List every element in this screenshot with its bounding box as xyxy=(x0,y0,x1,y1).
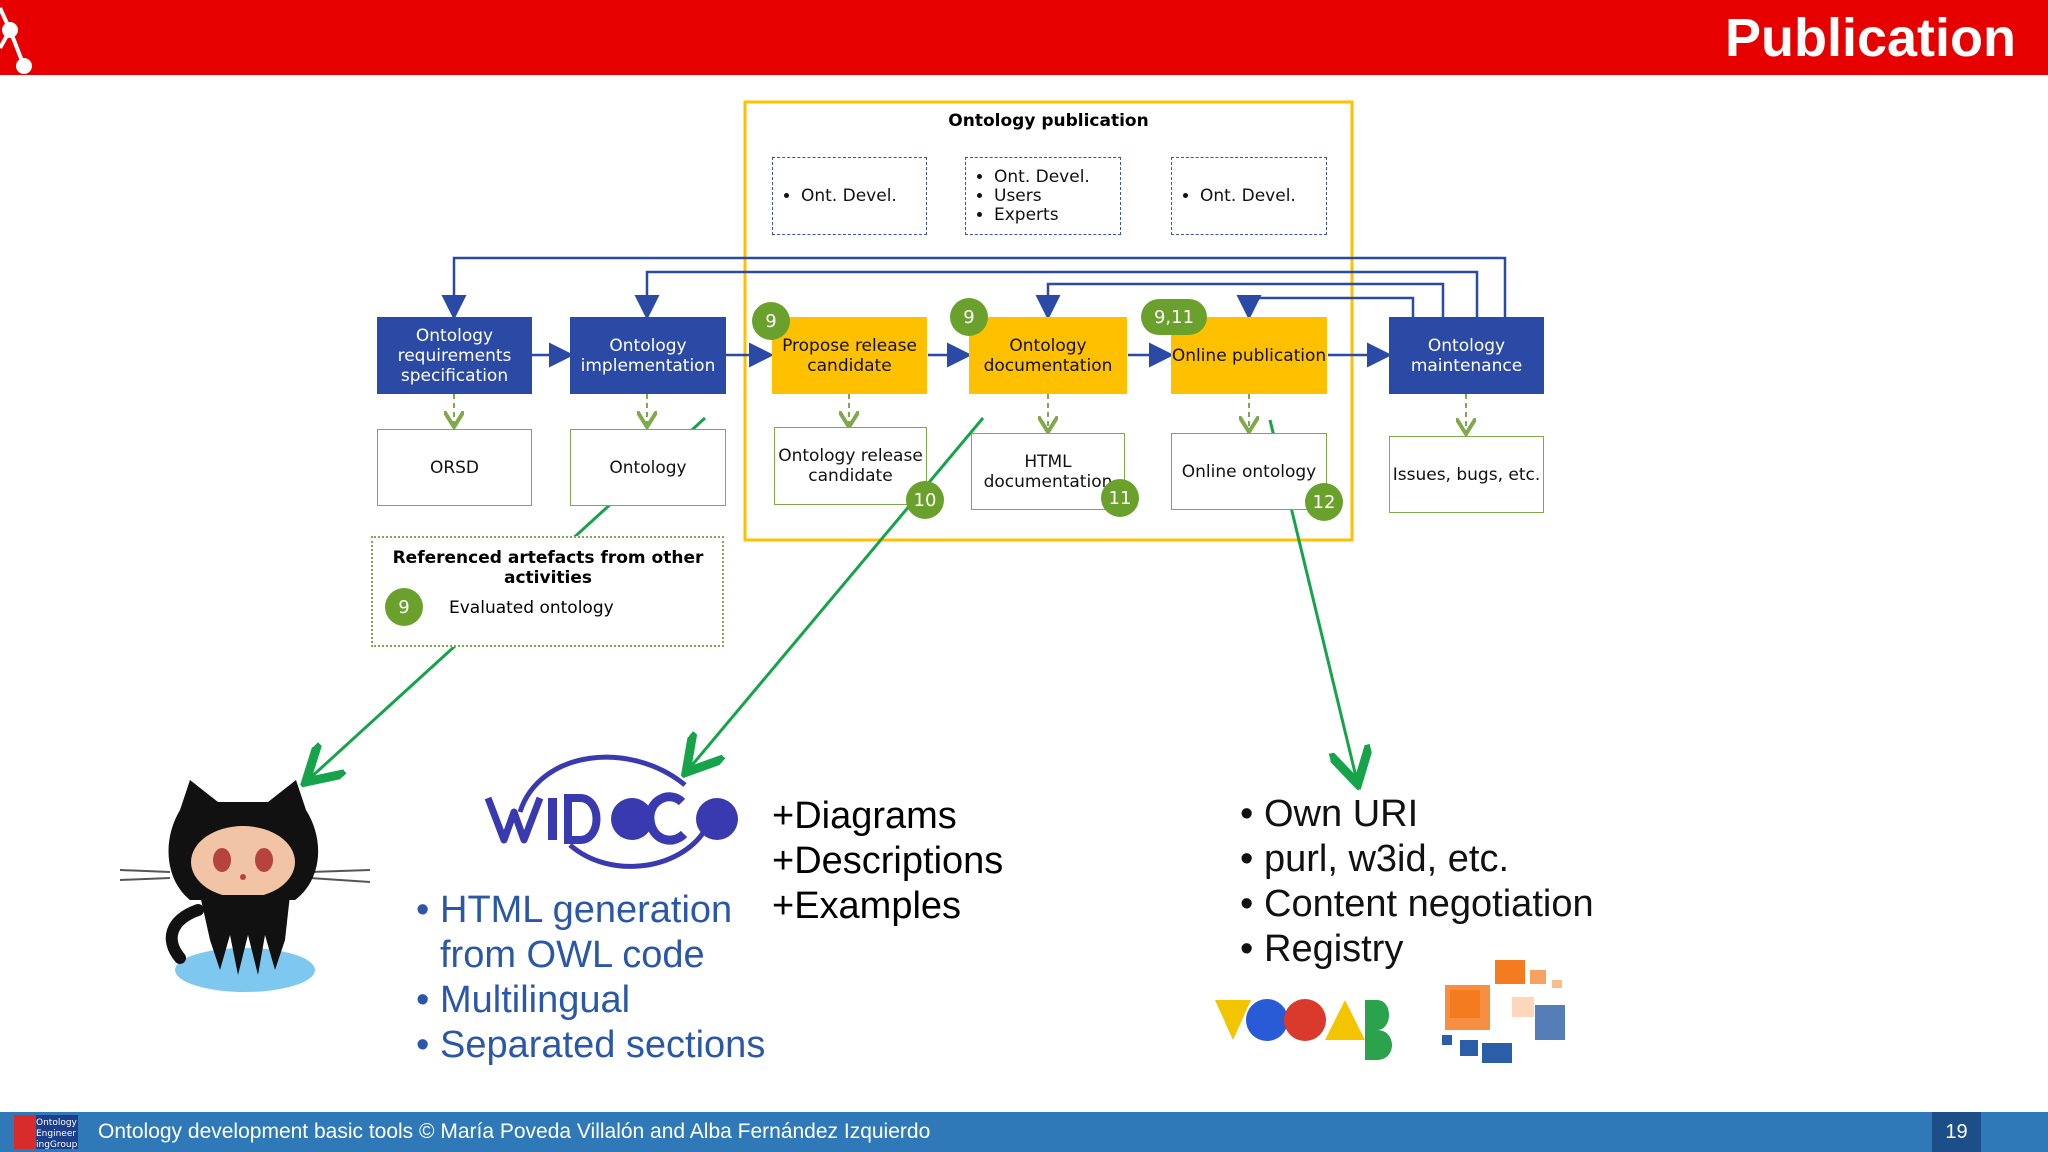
network-decoration-icon xyxy=(0,7,32,74)
svg-text:Ontology: Ontology xyxy=(36,1118,78,1128)
output-badge: 10 xyxy=(906,481,944,519)
referenced-title: Referenced artefacts from other activiti… xyxy=(392,548,704,588)
actor-box-3: Ont. Devel. xyxy=(1171,157,1327,235)
referenced-item: Evaluated ontology xyxy=(449,598,614,618)
oeg-logo-icon: Ontology Engineer ingGroup xyxy=(14,1115,78,1150)
feature-item: HTML generation from OWL code xyxy=(440,888,780,978)
slide-title: Publication xyxy=(1724,8,2016,68)
footer-text: Ontology development basic tools © María… xyxy=(98,1120,931,1143)
actor-item: Ont. Devel. xyxy=(994,167,1090,187)
feature-item: Separated sections xyxy=(440,1023,780,1068)
plus-item: Examples xyxy=(794,885,962,927)
activity-documentation: Ontology documentation xyxy=(969,317,1127,394)
actor-item: Ont. Devel. xyxy=(1200,186,1296,206)
activity-badge: 9 xyxy=(950,298,988,336)
vocab-logo-icon xyxy=(1215,999,1392,1060)
title-bar xyxy=(0,0,2048,75)
plus-item: Descriptions xyxy=(794,840,1004,882)
actor-box-2: Ont. Devel. Users Experts xyxy=(965,157,1121,235)
actor-item: Users xyxy=(994,186,1090,206)
widoco-logo-icon xyxy=(484,754,738,869)
activity-implementation: Ontology implementation xyxy=(570,317,726,394)
output-html-documentation: HTML documentation xyxy=(971,433,1125,510)
actor-box-1: Ont. Devel. xyxy=(772,157,927,235)
output-badge: 11 xyxy=(1101,479,1139,517)
publication-item: purl, w3id, etc. xyxy=(1264,837,1594,882)
activity-maintenance: Ontology maintenance xyxy=(1389,317,1544,394)
svg-text:ingGroup: ingGroup xyxy=(36,1140,78,1150)
publication-item: Own URI xyxy=(1264,792,1594,837)
footer-bar xyxy=(0,1112,2048,1152)
activity-badge: 9 xyxy=(752,302,790,340)
lov-squares-icon xyxy=(1442,960,1565,1063)
feature-item: Multilingual xyxy=(440,978,780,1023)
activity-badge: 9,11 xyxy=(1141,299,1207,335)
actor-item: Ont. Devel. xyxy=(801,186,897,206)
output-orsd: ORSD xyxy=(377,429,532,506)
output-release-candidate: Ontology release candidate xyxy=(774,427,927,505)
activity-requirements-specification: Ontology requirements specification xyxy=(377,317,532,394)
actor-item: Experts xyxy=(994,205,1090,225)
group-title: Ontology publication xyxy=(948,111,1149,131)
referenced-badge: 9 xyxy=(385,588,423,626)
referenced-artefacts-box: Referenced artefacts from other activiti… xyxy=(371,536,724,647)
widoco-features: HTML generation from OWL code Multilingu… xyxy=(416,888,780,1068)
activity-online-publication: Online publication xyxy=(1171,317,1327,394)
plus-items: +Diagrams +Descriptions +Examples xyxy=(772,795,1004,927)
svg-text:Engineer: Engineer xyxy=(36,1129,76,1139)
output-online-ontology: Online ontology xyxy=(1171,433,1327,510)
output-badge: 12 xyxy=(1305,483,1343,521)
plus-item: Diagrams xyxy=(794,795,957,837)
publication-item: Registry xyxy=(1264,927,1594,972)
output-ontology: Ontology xyxy=(570,429,726,506)
output-issues: Issues, bugs, etc. xyxy=(1389,436,1544,513)
page-number: 19 xyxy=(1932,1112,1981,1152)
github-octocat-icon xyxy=(119,780,371,992)
publication-item: Content negotiation xyxy=(1264,882,1594,927)
activity-propose-release-candidate: Propose release candidate xyxy=(772,317,927,394)
publication-bullets: Own URI purl, w3id, etc. Content negotia… xyxy=(1238,792,1594,972)
